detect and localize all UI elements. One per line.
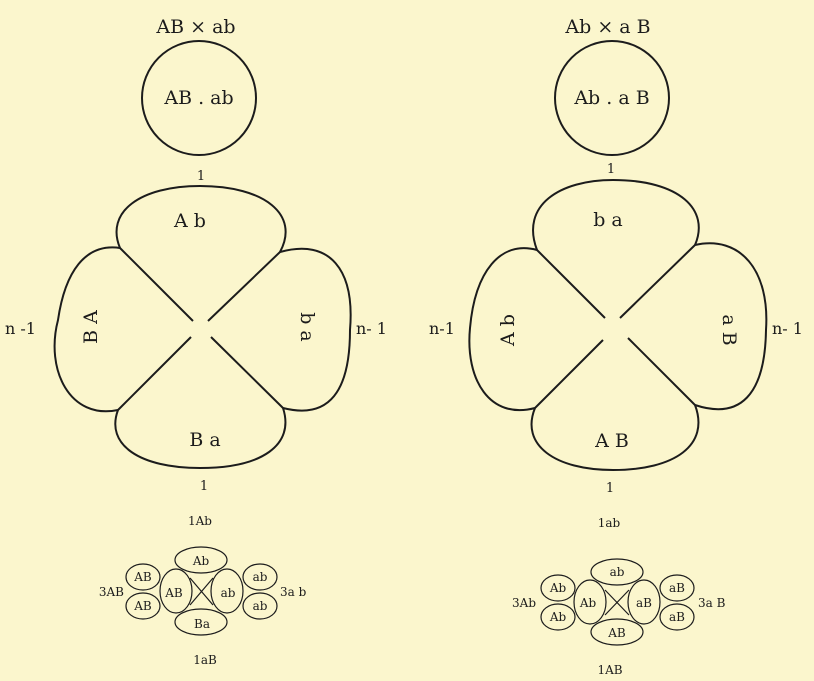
left-small-right-label: ab <box>221 586 236 600</box>
right-small-ur-label: aB <box>669 581 685 595</box>
right-small-top-petal-label: ab <box>610 565 625 579</box>
right-petal-bottom-label: A B <box>594 430 629 452</box>
right-petal-top-label: b a <box>593 209 623 231</box>
right-small-bottom-petal-label: AB <box>607 626 626 640</box>
left-right-number: n- 1 <box>356 319 387 338</box>
right-circle-label: Ab . a B <box>573 87 649 109</box>
left-small-bottom-petal-label: Ba <box>194 617 210 631</box>
right-top-number: 1 <box>607 162 615 177</box>
left-small-bottom-label: 1aB <box>193 653 217 667</box>
left-small-right-count: 3a b <box>280 585 307 599</box>
right-small-top-label: 1ab <box>598 516 621 530</box>
left-divider-br <box>211 337 283 408</box>
right-bottom-number: 1 <box>606 481 614 496</box>
right-small-diagram: Ab Ab Ab ab AB aB aB aB <box>541 559 694 645</box>
right-small-left-label: Ab <box>579 596 597 610</box>
right-small-bottom-label: 1AB <box>597 663 622 677</box>
left-left-number: n -1 <box>5 319 36 338</box>
left-small-ur-label: ab <box>253 570 268 584</box>
left-small-ll-label: AB <box>133 599 152 613</box>
right-petal-right-label: a B <box>718 314 740 345</box>
right-small-right-label: aB <box>636 596 652 610</box>
left-small-diagram: AB AB AB Ab Ba ab ab ab <box>126 547 277 635</box>
left-small-ul-label: AB <box>133 570 152 584</box>
left-divider-tl <box>120 248 193 321</box>
right-diagram: Ab × a B Ab . a B 1 b a A B A b a B n-1 … <box>429 16 803 677</box>
left-small-lr-label: ab <box>253 599 268 613</box>
right-divider-br <box>628 338 695 405</box>
left-small-left-label: AB <box>164 586 183 600</box>
right-small-right-count: 3a B <box>698 596 726 610</box>
right-small-left-count: 3Ab <box>512 596 536 610</box>
left-cross-label: AB × ab <box>155 16 235 38</box>
left-petal-left-label: B A <box>80 310 102 344</box>
left-small-top-label: 1Ab <box>188 514 212 528</box>
left-petal-top-label: A b <box>173 210 206 232</box>
right-divider-tr <box>620 245 695 318</box>
right-cross-label: Ab × a B <box>564 16 650 38</box>
right-petal-left-label: A b <box>497 314 519 347</box>
right-left-number: n-1 <box>429 319 455 338</box>
left-petal-bottom-label: B a <box>189 429 220 451</box>
right-divider-bl <box>535 340 603 408</box>
left-circle-label: AB . ab <box>163 87 233 109</box>
left-diagram: AB × ab AB . ab 1 A b B a B A b a n -1 n… <box>5 16 387 667</box>
left-divider-bl <box>118 337 191 410</box>
left-petal-right-label: b a <box>296 312 318 342</box>
left-top-number: 1 <box>197 169 205 184</box>
right-small-ll-label: Ab <box>549 610 567 624</box>
right-small-lr-label: aB <box>669 610 685 624</box>
left-divider-tr <box>208 252 280 321</box>
left-small-left-count: 3AB <box>99 585 124 599</box>
left-bottom-number: 1 <box>200 479 208 494</box>
right-right-number: n- 1 <box>772 319 803 338</box>
right-divider-tl <box>537 250 605 318</box>
left-small-top-petal-label: Ab <box>192 554 210 568</box>
right-small-ul-label: Ab <box>549 581 567 595</box>
